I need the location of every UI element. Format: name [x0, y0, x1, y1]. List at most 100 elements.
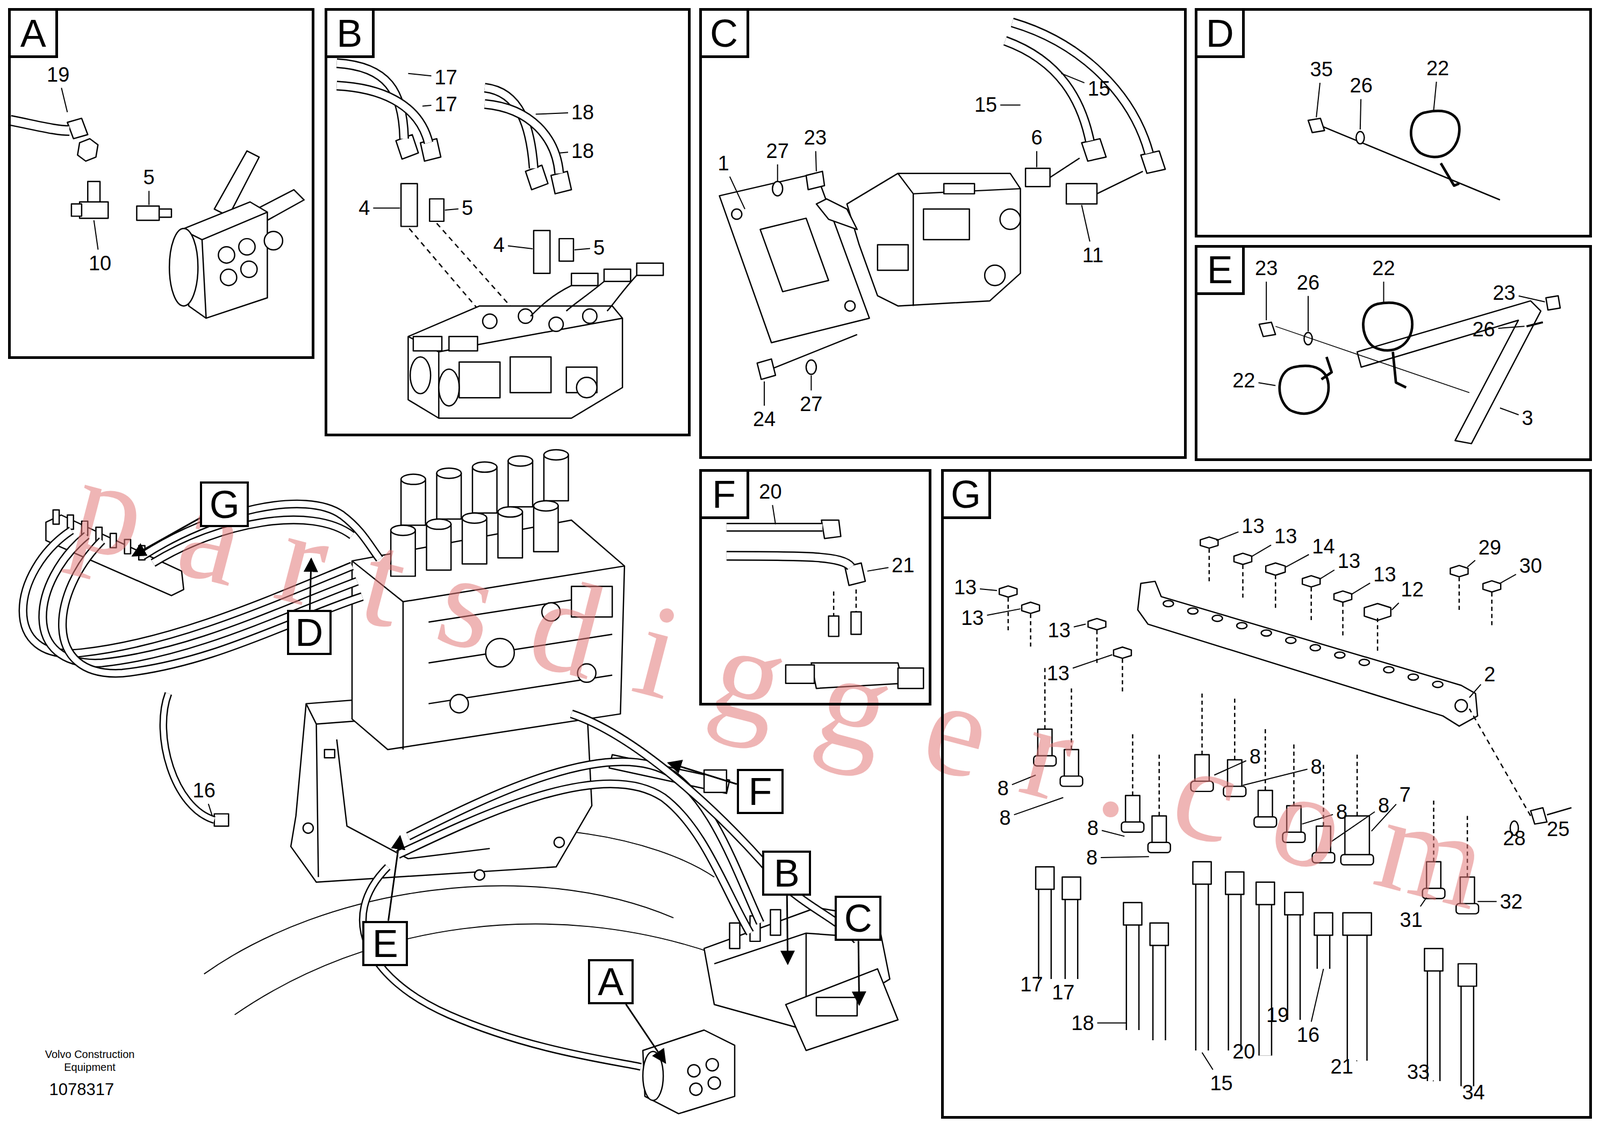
assembly-line	[1458, 577, 1460, 613]
hose-nut	[1192, 862, 1211, 885]
leader-line	[535, 112, 569, 115]
callout-number: 27	[766, 140, 789, 162]
detail-panel: C	[699, 8, 1188, 459]
hose-outline	[1346, 933, 1368, 1061]
view-callout-box: E	[362, 921, 408, 967]
hose-fill	[1317, 933, 1330, 970]
hose-outline	[484, 104, 560, 174]
panel-letter: G	[950, 475, 981, 514]
hose-nut	[1458, 964, 1477, 987]
view-pointer	[858, 941, 859, 1005]
detail-panel: A	[8, 8, 315, 360]
leader-line	[1469, 684, 1481, 699]
view-callout-box: F	[736, 769, 784, 815]
callout-number: 21	[891, 555, 915, 576]
callout-letter: B	[773, 854, 800, 893]
callout-number: 22	[1426, 58, 1449, 79]
solenoid-cap	[472, 462, 498, 473]
assembly-line	[1007, 597, 1009, 633]
callout-letter: A	[597, 962, 624, 1002]
callout-number: 13	[953, 577, 977, 598]
view-pointer	[786, 895, 788, 965]
nut	[1302, 575, 1320, 587]
leader-line	[208, 804, 213, 816]
hose-outline	[1258, 902, 1273, 1057]
callout-number: 13	[960, 607, 984, 629]
hose-nut	[1343, 913, 1372, 936]
view-callout-box: A	[587, 959, 634, 1005]
leader-line	[1360, 98, 1361, 130]
nut	[1482, 580, 1501, 593]
panel-letter: B	[336, 13, 363, 53]
plate-hole	[1432, 681, 1444, 688]
leader-line	[422, 105, 432, 106]
hose-fill	[1259, 902, 1272, 1057]
callout-number: 16	[1296, 1024, 1320, 1046]
solenoid-cap	[400, 474, 426, 485]
hose-fill	[1428, 969, 1440, 1082]
callout-number: 8	[999, 807, 1011, 829]
callout-letter: F	[748, 772, 772, 812]
leader-line	[372, 207, 400, 209]
hose-fill	[163, 693, 215, 821]
hose-fill	[1012, 22, 1149, 154]
callout-number: 11	[1082, 245, 1104, 266]
leader-line	[1307, 296, 1309, 332]
callout-number: 27	[799, 393, 823, 415]
leader-line	[1319, 570, 1335, 580]
callout-number: 16	[192, 780, 216, 801]
nut	[1087, 618, 1106, 630]
hose-outline	[726, 555, 852, 568]
leader-line	[148, 190, 150, 205]
callout-number: 34	[1461, 1082, 1485, 1103]
hose-nut	[1314, 913, 1333, 936]
plate-hole	[1408, 673, 1419, 680]
hose-fill	[1039, 887, 1051, 980]
callout-number: 13	[1048, 620, 1071, 641]
hose-nut	[1123, 902, 1142, 926]
hose-outline	[1287, 913, 1302, 1021]
callout-number: 26	[1350, 75, 1373, 96]
callout-number: 20	[1232, 1041, 1255, 1063]
leader-line	[772, 505, 776, 525]
panel-letter: F	[712, 475, 736, 514]
callout-letter: G	[209, 485, 240, 525]
callout-number: 15	[974, 94, 997, 116]
callout-number: 23	[804, 127, 827, 148]
leader-line	[1498, 326, 1525, 329]
callout-number: 7	[1399, 784, 1411, 806]
hose-outline	[1152, 943, 1167, 1041]
panel-letter-box: C	[701, 10, 750, 59]
leader-line	[1467, 560, 1476, 568]
view-callout-box: G	[199, 481, 249, 528]
hose-outline	[1064, 897, 1079, 980]
maker-caption: Volvo Construction Equipment	[27, 1048, 152, 1074]
callout-letter: D	[295, 613, 324, 652]
leader-line	[1311, 969, 1324, 1022]
leader-line	[1251, 544, 1272, 557]
callout-number: 26	[1296, 272, 1320, 293]
hose-nut	[1035, 866, 1054, 890]
callout-number: 13	[1337, 550, 1361, 572]
hose-fill	[1288, 913, 1300, 1021]
plate-hole	[1163, 600, 1174, 607]
callout-number: 15	[1087, 78, 1111, 99]
callout-number: 25	[1546, 819, 1570, 840]
assembly-line	[1242, 565, 1244, 601]
hose-outline	[1195, 882, 1210, 1051]
callout-number: 29	[1478, 537, 1502, 558]
callout-number: 17	[434, 67, 458, 88]
hose-fill	[336, 85, 429, 143]
plate-hole	[1285, 637, 1296, 644]
plate-hole	[1212, 615, 1223, 622]
leader-line	[94, 220, 99, 250]
panel-letter-box: G	[943, 471, 992, 520]
leader-line	[61, 88, 68, 113]
hose-fill	[1065, 897, 1078, 980]
leader-line	[763, 381, 765, 406]
hose-outline	[397, 784, 750, 934]
assembly-line	[1342, 603, 1344, 638]
plate-hole	[1359, 659, 1370, 666]
leader-line	[987, 608, 1021, 616]
solenoid-cap	[498, 506, 523, 518]
